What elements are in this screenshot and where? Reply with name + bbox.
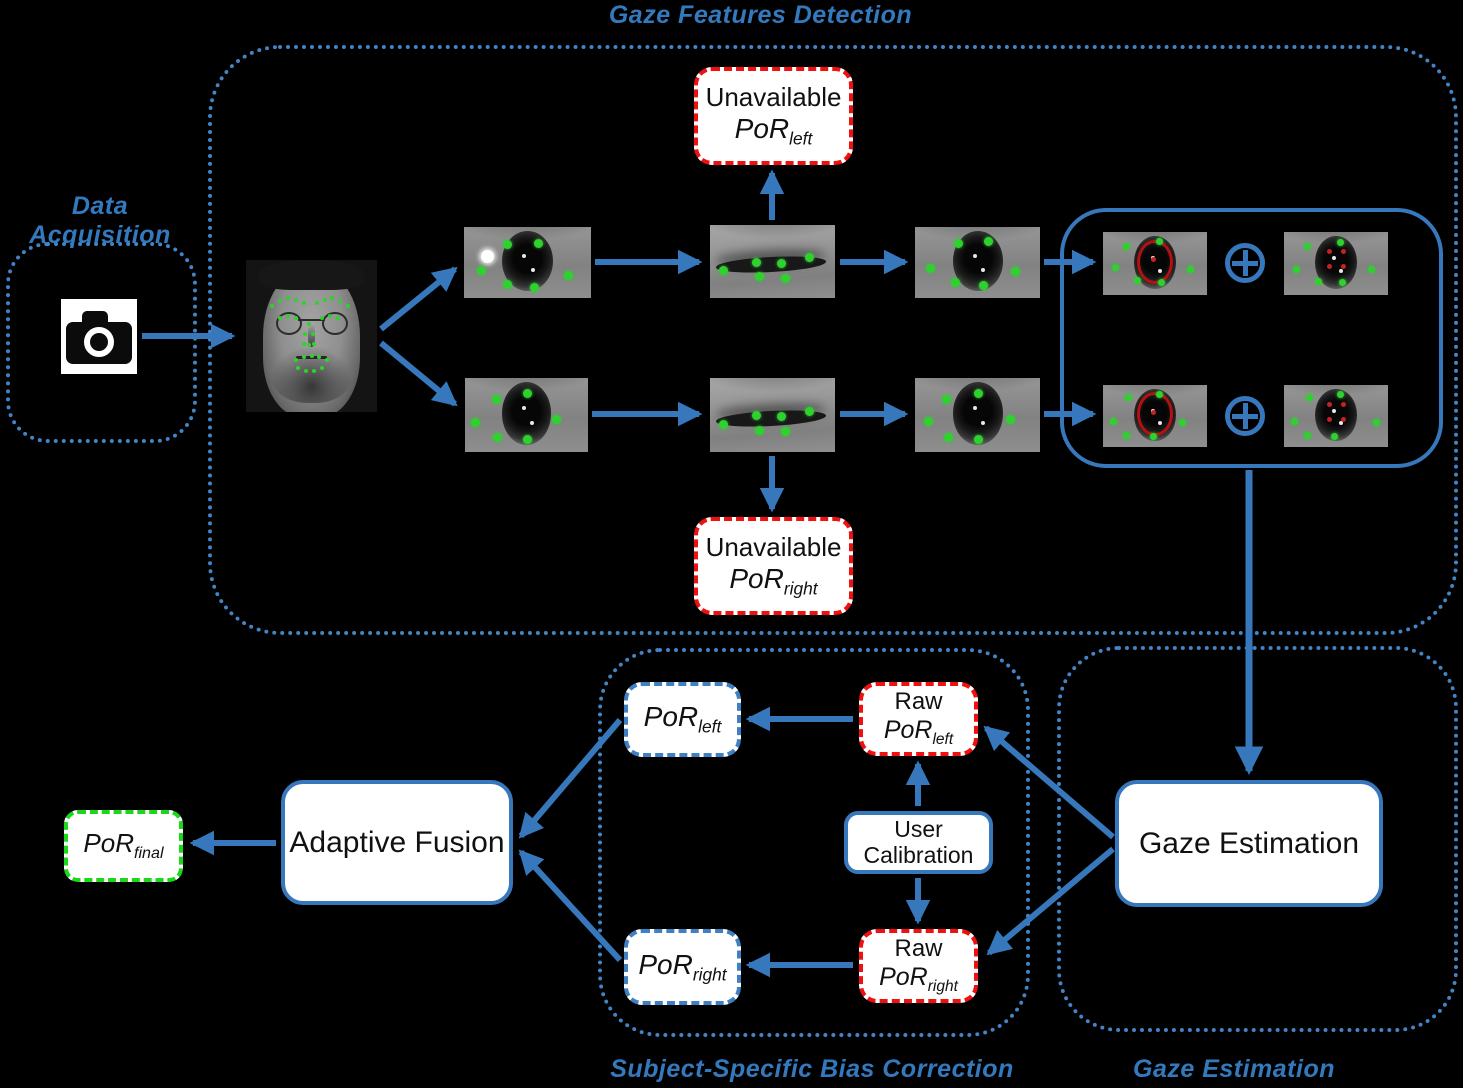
unavailable-por-right-box: Unavailable PoRright bbox=[694, 517, 853, 615]
por-left-formula: PoRleft bbox=[734, 112, 813, 149]
unavailable-por-left-box: Unavailable PoRleft bbox=[694, 67, 853, 165]
gaze-features-detection-region bbox=[208, 45, 1458, 635]
eye5 bbox=[710, 378, 835, 452]
camera-tile bbox=[61, 299, 137, 374]
eyeA2 bbox=[1103, 385, 1207, 447]
eyeB1 bbox=[1284, 232, 1388, 295]
por-left-box: PoRleft bbox=[624, 682, 741, 757]
bias-correction-region bbox=[598, 648, 1030, 1037]
eyeB2 bbox=[1284, 385, 1388, 447]
raw-por-left-box: Raw PoRleft bbox=[859, 682, 978, 756]
gaze-features-detection-title: Gaze Features Detection bbox=[608, 1, 913, 29]
eye4 bbox=[465, 378, 588, 452]
bias-correction-title: Subject-Specific Bias Correction bbox=[610, 1055, 1014, 1083]
camera-lens-icon bbox=[84, 326, 114, 357]
por-final-box: PoRfinal bbox=[64, 810, 183, 882]
eye2 bbox=[710, 225, 835, 298]
data-acquisition-title: Data Acquisition bbox=[29, 192, 171, 249]
data-acquisition-region bbox=[6, 242, 197, 443]
eye3 bbox=[915, 227, 1040, 298]
user-calibration-box: User Calibration bbox=[844, 811, 993, 874]
circled-plus-operator-bottom bbox=[1225, 396, 1265, 436]
eyeA1 bbox=[1103, 232, 1207, 295]
gaze-estimation-box: Gaze Estimation bbox=[1115, 780, 1383, 907]
glasses-icon bbox=[276, 311, 303, 336]
por-right-formula: PoRright bbox=[729, 562, 818, 599]
por-right-box: PoRright bbox=[624, 929, 741, 1005]
feature-combination-container bbox=[1060, 208, 1443, 468]
eye6 bbox=[915, 378, 1040, 452]
circled-plus-operator-top bbox=[1225, 243, 1265, 283]
adaptive-fusion-box: Adaptive Fusion bbox=[281, 780, 513, 905]
eye1 bbox=[464, 227, 591, 298]
face-image-with-landmarks bbox=[246, 260, 377, 412]
gaze-estimation-region-title: Gaze Estimation bbox=[1133, 1055, 1335, 1083]
raw-por-right-box: Raw PoRright bbox=[859, 929, 978, 1003]
